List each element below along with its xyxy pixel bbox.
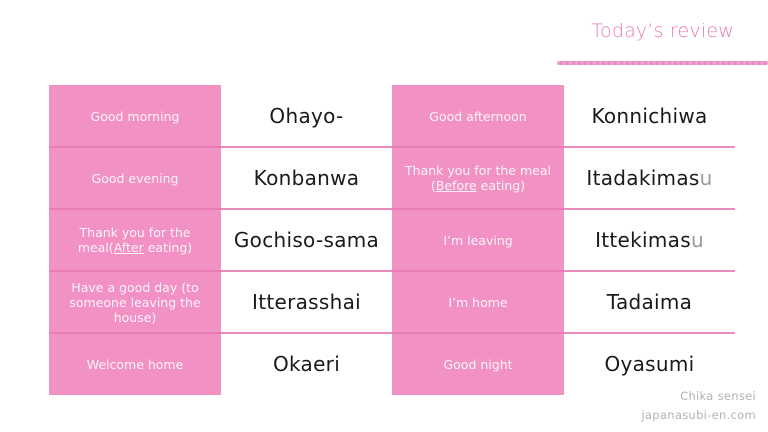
- phrase-main: Ittekimas: [595, 228, 691, 252]
- page-title: Today’s review: [591, 20, 734, 42]
- row-divider: [49, 270, 735, 272]
- english-column-right-background: [392, 85, 564, 395]
- greetings-review-table: Good morning Ohayo- Good evening Konbanw…: [49, 85, 735, 395]
- english-phrase-thanks-before-meal: Thank you for the meal (Before eating): [392, 147, 564, 209]
- japanese-phrase-ittekimasu: Ittekimasu: [564, 209, 735, 271]
- english-phrase-welcome-home: Welcome home: [86, 356, 184, 372]
- row-divider: [49, 208, 735, 210]
- japanese-phrase-konbanwa: Konbanwa: [253, 166, 360, 190]
- japanese-phrase-itterasshai: Itterasshai: [252, 290, 361, 314]
- author-credit: Chika sensei: [680, 389, 756, 403]
- japanese-phrase-ohayo: Ohayo-: [269, 104, 344, 128]
- row-divider: [49, 146, 735, 148]
- japanese-phrase-tadaima: Tadaima: [606, 290, 693, 314]
- japanese-phrase-oyasumi: Oyasumi: [604, 352, 695, 376]
- english-phrase-good-night: Good night: [443, 356, 513, 372]
- silent-u: u: [699, 166, 713, 190]
- emphasis-after: After: [113, 240, 144, 255]
- english-phrase-good-evening: Good evening: [91, 170, 179, 186]
- emphasis-before: Before: [435, 178, 477, 193]
- row-divider: [49, 332, 735, 334]
- phrase-main: Itadakimas: [586, 166, 700, 190]
- japanese-phrase-itadakimasu: Itadakimasu: [564, 147, 735, 209]
- title-underline: [557, 61, 768, 65]
- site-credit: japanasubi-en.com: [641, 408, 756, 422]
- english-phrase-have-a-good-day: Have a good day (to someone leaving the …: [69, 279, 201, 325]
- english-phrase-good-afternoon: Good afternoon: [429, 108, 527, 124]
- english-phrase-im-home: I’m home: [448, 294, 508, 310]
- english-phrase-good-morning: Good morning: [90, 108, 180, 124]
- phrase-text: Thank you for the meal (: [405, 163, 551, 193]
- japanese-phrase-okaeri: Okaeri: [272, 352, 341, 376]
- english-phrase-im-leaving: I’m leaving: [443, 232, 513, 248]
- english-column-left-background: [49, 85, 221, 395]
- phrase-text: Thank you for the meal(: [77, 225, 191, 255]
- japanese-phrase-gochiso-sama: Gochiso-sama: [233, 228, 380, 252]
- silent-u: u: [690, 228, 704, 252]
- phrase-text: eating): [143, 240, 193, 255]
- japanese-phrase-konnichiwa: Konnichiwa: [591, 104, 708, 128]
- phrase-text: eating): [476, 178, 526, 193]
- english-phrase-thanks-after-meal: Thank you for the meal(After eating): [49, 209, 221, 271]
